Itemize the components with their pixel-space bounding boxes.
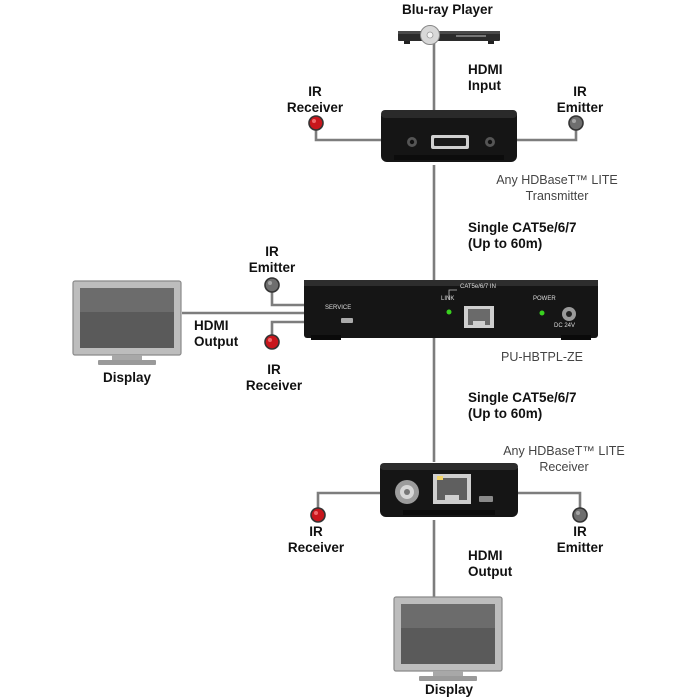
hub-port-label: CAT5e/6/7 IN: [460, 284, 496, 290]
hub-service-label: SERVICE: [325, 305, 352, 311]
link-bottom-label: Single CAT5e/6/7 (Up to 60m): [468, 390, 577, 421]
hub-hdmi-output-label: HDMI Output: [194, 318, 239, 349]
blu-ray-player-label: Blu-ray Player: [402, 2, 493, 17]
tx-ir-emitter-label: IR Emitter: [556, 84, 604, 115]
hub-dc-label: DC 24V: [554, 323, 576, 329]
receiver-caption: Any HDBaseT™ LITE Receiver: [503, 444, 625, 474]
rx-ir-receiver-cable: [316, 491, 380, 514]
hub-ir-emitter-icon: [264, 277, 280, 293]
rx-ir-emitter-cable: [518, 491, 582, 514]
link-top-label: Single CAT5e/6/7 (Up to 60m): [468, 220, 577, 251]
rx-ir-emitter-icon: [572, 507, 588, 523]
receiver-device: [380, 463, 518, 517]
hdmi-input-label: HDMI Input: [468, 62, 503, 93]
rx-hdmi-output-label: HDMI Output: [468, 548, 513, 579]
hub-ir-receiver-icon: [264, 334, 280, 350]
hub-ir-receiver-label: IR Receiver: [245, 362, 303, 393]
tx-ir-emitter-icon: [568, 115, 584, 131]
blu-ray-player-icon: [398, 25, 500, 45]
hub-caption: PU-HBTPL-ZE: [501, 350, 583, 364]
display-left-label: Display: [102, 370, 152, 385]
hub-link-label: LINK: [441, 296, 455, 302]
rx-ir-receiver-icon: [310, 507, 326, 523]
display-bottom-label: Display: [424, 682, 474, 697]
tx-ir-receiver-icon: [308, 115, 324, 131]
display-left-icon: [72, 280, 182, 365]
transmitter-device: [381, 110, 517, 162]
hub-power-label: POWER: [533, 296, 556, 302]
display-bottom-icon: [393, 596, 503, 681]
hub-ir-receiver-cable: [270, 320, 304, 340]
rx-ir-receiver-label: IR Receiver: [287, 524, 345, 555]
tx-ir-receiver-label: IR Receiver: [286, 84, 344, 115]
tx-ir-receiver-cable: [314, 124, 382, 142]
rx-ir-emitter-label: IR Emitter: [556, 524, 604, 555]
hub-device: [304, 280, 598, 340]
hub-ir-emitter-label: IR Emitter: [248, 244, 296, 275]
transmitter-caption: Any HDBaseT™ LITE Transmitter: [496, 173, 618, 203]
